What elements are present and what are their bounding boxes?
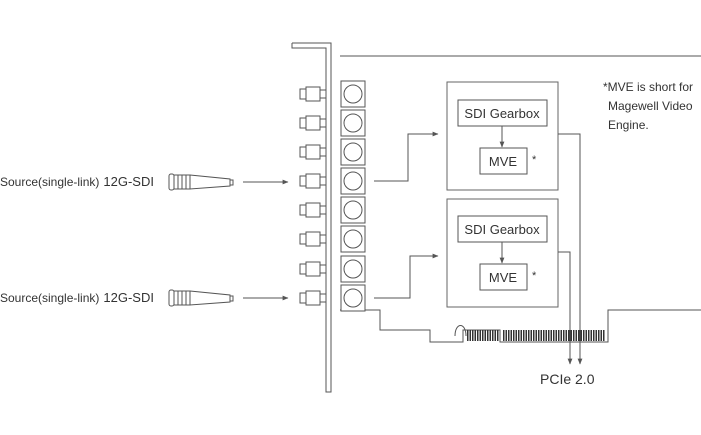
mve-box — [479, 263, 528, 291]
sdi-gearbox-box — [457, 215, 548, 243]
bnc-connector — [299, 284, 366, 312]
input-arrow-1 — [374, 131, 439, 182]
bnc-connector — [299, 80, 366, 108]
sdi-connectors — [299, 80, 366, 312]
source-label: Source(single-link)12G-SDI — [0, 290, 154, 305]
svg-text:Magewell Video: Magewell Video — [608, 99, 693, 113]
engine-block-2: SDI Gearbox MVE * — [446, 198, 559, 308]
sdi-gearbox-label: SDI Gearbox — [464, 222, 540, 237]
mve-box — [479, 147, 528, 175]
pcie-fingers-left — [467, 330, 499, 341]
pcie-notch — [454, 325, 467, 337]
bnc-connector — [299, 167, 366, 195]
bnc-connector — [299, 225, 366, 253]
bnc-connector — [299, 255, 366, 283]
mve-asterisk: * — [532, 270, 537, 282]
sdi-gearbox-box — [457, 99, 548, 127]
pcie-fingers-right — [503, 330, 605, 341]
source-label: Source(single-link)12G-SDI — [0, 174, 154, 189]
mve-label: MVE — [489, 270, 518, 285]
svg-text:*MVE is short for: *MVE is short for — [603, 80, 693, 94]
svg-text:Engine.: Engine. — [608, 118, 649, 132]
sdi-cable-icon — [168, 173, 234, 191]
mounting-bracket — [291, 42, 332, 393]
input-arrow-2 — [374, 253, 439, 299]
bnc-connector — [299, 196, 366, 224]
sdi-gearbox-label: SDI Gearbox — [464, 106, 540, 121]
bus-arrow-1 — [558, 133, 583, 365]
pcb-board — [340, 55, 701, 343]
bnc-connector — [299, 138, 366, 166]
mve-note: *MVE is short for Magewell Video Engine. — [603, 80, 693, 132]
source-1: Source(single-link)12G-SDI — [0, 173, 289, 191]
source-2: Source(single-link)12G-SDI — [0, 289, 289, 307]
bnc-connector — [299, 109, 366, 137]
sdi-cable-icon — [168, 289, 234, 307]
pcie-label: PCIe 2.0 — [540, 371, 595, 387]
bus-arrow-2 — [558, 251, 573, 365]
mve-label: MVE — [489, 154, 518, 169]
engine-block-1: SDI Gearbox MVE * — [446, 81, 559, 191]
mve-asterisk: * — [532, 154, 537, 166]
